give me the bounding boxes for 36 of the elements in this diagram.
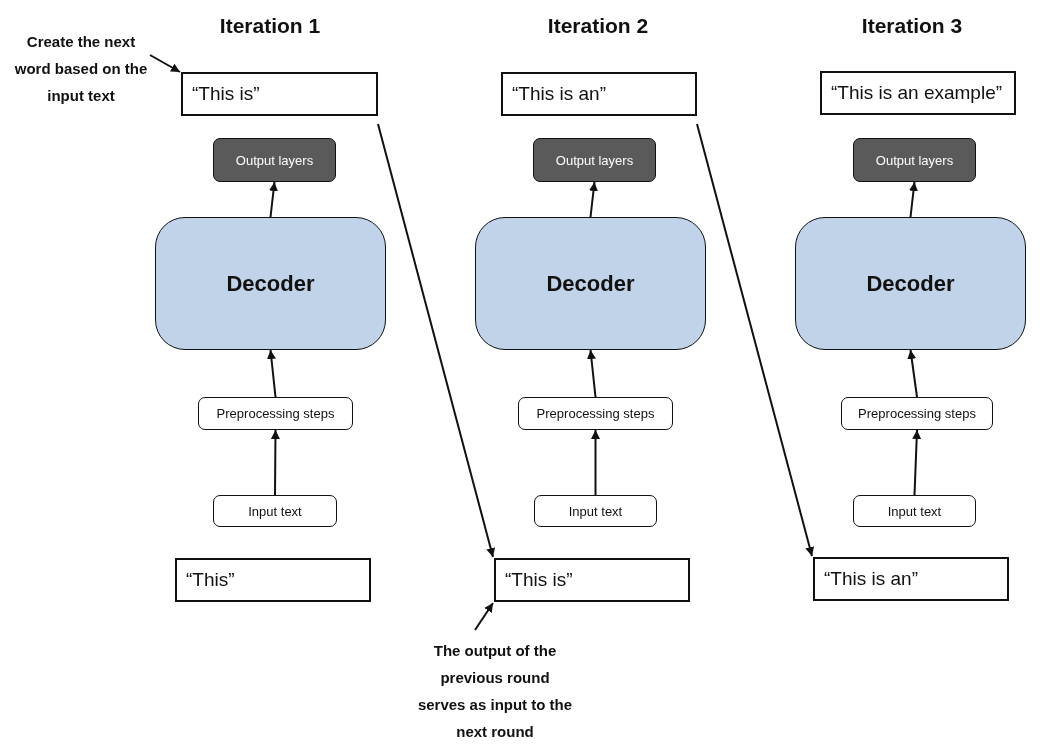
- text-box: “This is an example”: [820, 71, 1016, 115]
- process-box: Input text: [213, 495, 337, 527]
- text-box: “This is”: [181, 72, 378, 116]
- process-box: Preprocessing steps: [841, 397, 993, 430]
- output-layers-box: Output layers: [853, 138, 976, 182]
- arrow: [589, 181, 598, 218]
- leader-arrow: [149, 54, 181, 73]
- heading: Iteration 2: [547, 14, 649, 38]
- annotation-text: The output of the previous round serves as input to the next round: [415, 635, 575, 747]
- decoder-box: Decoder: [155, 217, 386, 350]
- text-box: “This is an”: [501, 72, 697, 116]
- process-box: Preprocessing steps: [198, 397, 353, 430]
- heading: Iteration 3: [861, 14, 963, 38]
- process-box: Input text: [534, 495, 657, 527]
- arrow: [267, 349, 277, 398]
- output-layers-box: Output layers: [213, 138, 336, 182]
- decoder-box: Decoder: [475, 217, 706, 350]
- arrow: [377, 123, 496, 558]
- arrow: [269, 181, 278, 218]
- arrow: [909, 181, 918, 218]
- arrow: [912, 429, 922, 496]
- leader-arrow: [474, 602, 494, 631]
- text-box: “This is an”: [813, 557, 1009, 601]
- process-box: Preprocessing steps: [518, 397, 673, 430]
- arrow: [270, 429, 280, 496]
- text-box: “This”: [175, 558, 371, 602]
- arrow: [587, 349, 597, 398]
- process-box: Input text: [853, 495, 976, 527]
- heading: Iteration 1: [219, 14, 321, 38]
- arrow: [591, 429, 600, 496]
- decoder-box: Decoder: [795, 217, 1026, 350]
- text-box: “This is”: [494, 558, 690, 602]
- arrow: [907, 349, 918, 398]
- annotation-text: Create the next word based on the input text: [10, 28, 152, 108]
- output-layers-box: Output layers: [533, 138, 656, 182]
- arrow: [696, 123, 815, 557]
